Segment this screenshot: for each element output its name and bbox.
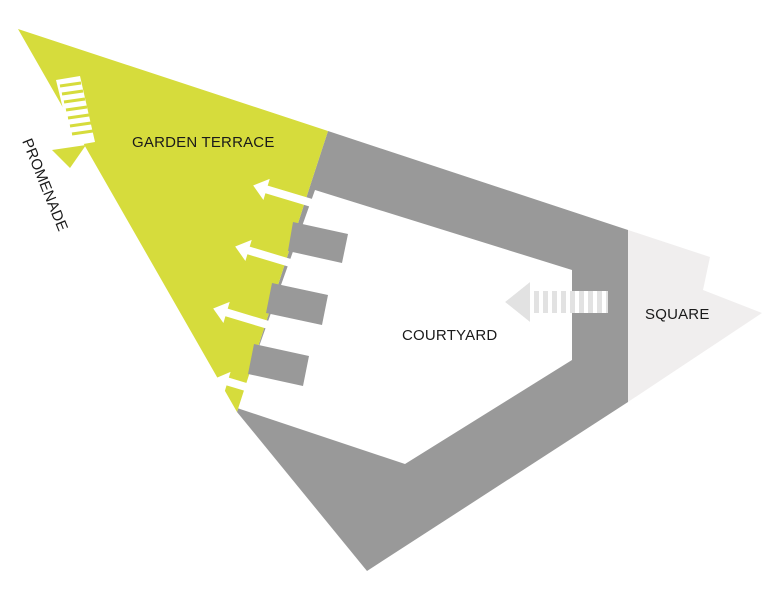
double-arrow-4 — [216, 371, 316, 415]
courtyard-label: COURTYARD — [402, 327, 497, 344]
courtyard-pillar-1 — [288, 222, 348, 263]
square-area — [628, 230, 762, 402]
double-arrow-1 — [253, 178, 397, 236]
double-arrow-2 — [235, 239, 379, 297]
square-label: SQUARE — [645, 306, 710, 323]
garden-terrace-label: GARDEN TERRACE — [132, 134, 275, 151]
courtyard-pillar-3 — [248, 344, 309, 386]
courtyard-pillar-2 — [266, 283, 328, 325]
promenade-stair-arrow — [52, 76, 95, 168]
square-to-courtyard-arrow — [505, 282, 608, 322]
courtyard-area — [237, 190, 572, 464]
double-arrow-3 — [213, 301, 357, 359]
